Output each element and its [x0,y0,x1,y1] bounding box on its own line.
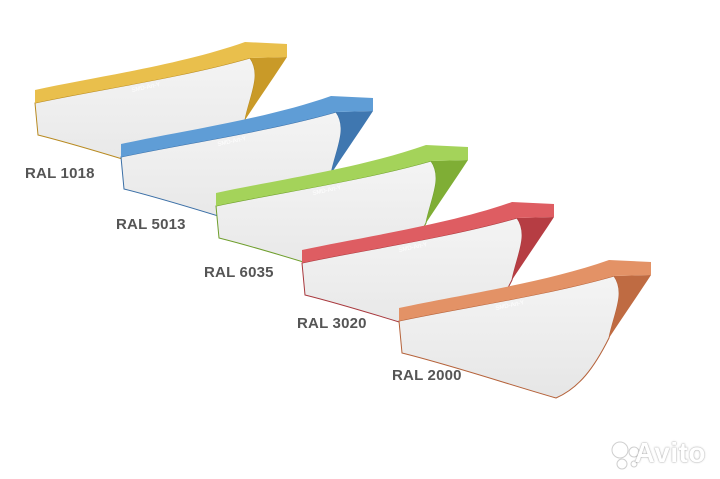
ral-label-3020: RAL 3020 [297,315,367,332]
ral-label-6035: RAL 6035 [204,264,274,281]
panel-side-edge [426,160,468,223]
panel-side-edge [609,275,651,338]
panel-side-edge [331,111,373,174]
panel-brand-text: SMD-Art-Y [217,136,247,148]
watermark-text: Avito [634,437,706,468]
panel-side-edge [245,57,287,120]
panel-brand-text: SMD-Art-Y [495,300,525,312]
panel-brand-text: SMD-Art-Y [131,82,161,94]
panel-top-edge [302,202,554,263]
panel-top-edge [121,96,373,157]
ral-label-2000: RAL 2000 [392,367,462,384]
panel-top-edge [35,42,287,103]
panel-brand-text: SMD-Art-Y [398,242,428,254]
panel-5: SMD-Art-Y [398,260,651,399]
ral-label-1018: RAL 1018 [25,165,95,182]
panel-side-edge [512,217,554,280]
watermark: Avito [589,437,706,469]
panel-top-edge [216,145,468,206]
ral-label-5013: RAL 5013 [116,216,186,233]
panel-brand-text: SMD-Art-Y [312,185,342,197]
panel-top-edge [399,260,651,321]
avito-logo-icon [611,441,640,470]
